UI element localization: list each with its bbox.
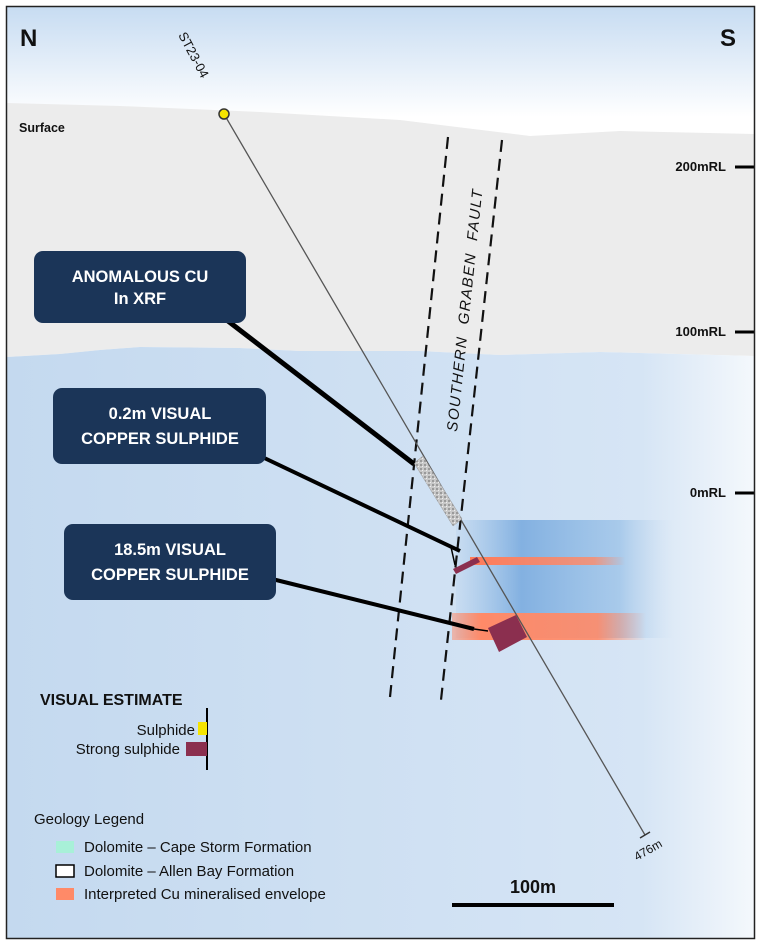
scale-bar: 100m (452, 877, 614, 907)
callout-18-5m-visual: 18.5m VISUAL COPPER SULPHIDE (64, 524, 276, 600)
collar-marker (218, 108, 230, 120)
callout-line2: In XRF (114, 290, 166, 308)
callout-line1: ANOMALOUS CU (72, 268, 209, 286)
elevation-label: 200mRL (675, 159, 726, 174)
leader-18-5m (267, 576, 475, 631)
drillhole-end-tick (639, 831, 651, 839)
envelope-label: Interpreted Cu mineralised envelope (84, 886, 326, 903)
leader-anomalous-cu (226, 319, 416, 466)
callout-0-2m-visual: 0.2m VISUAL COPPER SULPHIDE (53, 388, 266, 464)
elevation-200mrl: 200mRL (675, 159, 754, 174)
cu-envelope-thin (470, 557, 625, 565)
strong-sulphide-thick (488, 615, 527, 652)
cu-envelope-thick (452, 613, 646, 640)
allen-bay-swatch (55, 864, 75, 878)
strong-sulphide-thin (453, 557, 480, 574)
geology-legend: Geology Legend Dolomite – Cape Storm For… (34, 811, 326, 903)
leader-0-2m-tip (450, 546, 456, 566)
callout-line2: COPPER SULPHIDE (81, 430, 239, 448)
visual-estimate-legend: VISUAL ESTIMATE Sulphide Strong sulphide (40, 692, 208, 770)
geology-legend-title: Geology Legend (34, 811, 144, 828)
scale-bar-label: 100m (510, 877, 556, 897)
leader-18-5m-tip (473, 628, 489, 632)
callout-line2: COPPER SULPHIDE (91, 566, 249, 584)
sky-band (7, 7, 754, 117)
callout-anomalous-cu: ANOMALOUS CU In XRF (34, 251, 246, 323)
xrf-anomaly-interval (413, 455, 463, 527)
envelope-swatch (56, 888, 74, 900)
leader-0-2m (257, 453, 461, 553)
strong-sulphide-label: Strong sulphide (76, 741, 180, 758)
sulphide-label: Sulphide (137, 722, 195, 739)
elevation-label: 100mRL (675, 324, 726, 339)
strong-sulphide-swatch (186, 742, 207, 756)
visual-estimate-title: VISUAL ESTIMATE (40, 692, 183, 709)
elevation-0mrl: 0mRL (690, 485, 754, 500)
callout-line1: 0.2m VISUAL (109, 405, 212, 423)
cape-storm-label: Dolomite – Cape Storm Formation (84, 839, 312, 856)
cape-storm-formation (7, 347, 754, 938)
allen-bay-label: Dolomite – Allen Bay Formation (84, 863, 294, 880)
elevation-label: 0mRL (690, 485, 726, 500)
surface-label: Surface (19, 121, 65, 135)
north-label: N (20, 25, 37, 52)
callout-line1: 18.5m VISUAL (114, 541, 226, 559)
south-label: S (720, 25, 736, 52)
cape-storm-swatch (56, 841, 74, 853)
sulphide-swatch (198, 722, 207, 735)
elevation-100mrl: 100mRL (675, 324, 754, 339)
figure-frame (5, 5, 756, 940)
